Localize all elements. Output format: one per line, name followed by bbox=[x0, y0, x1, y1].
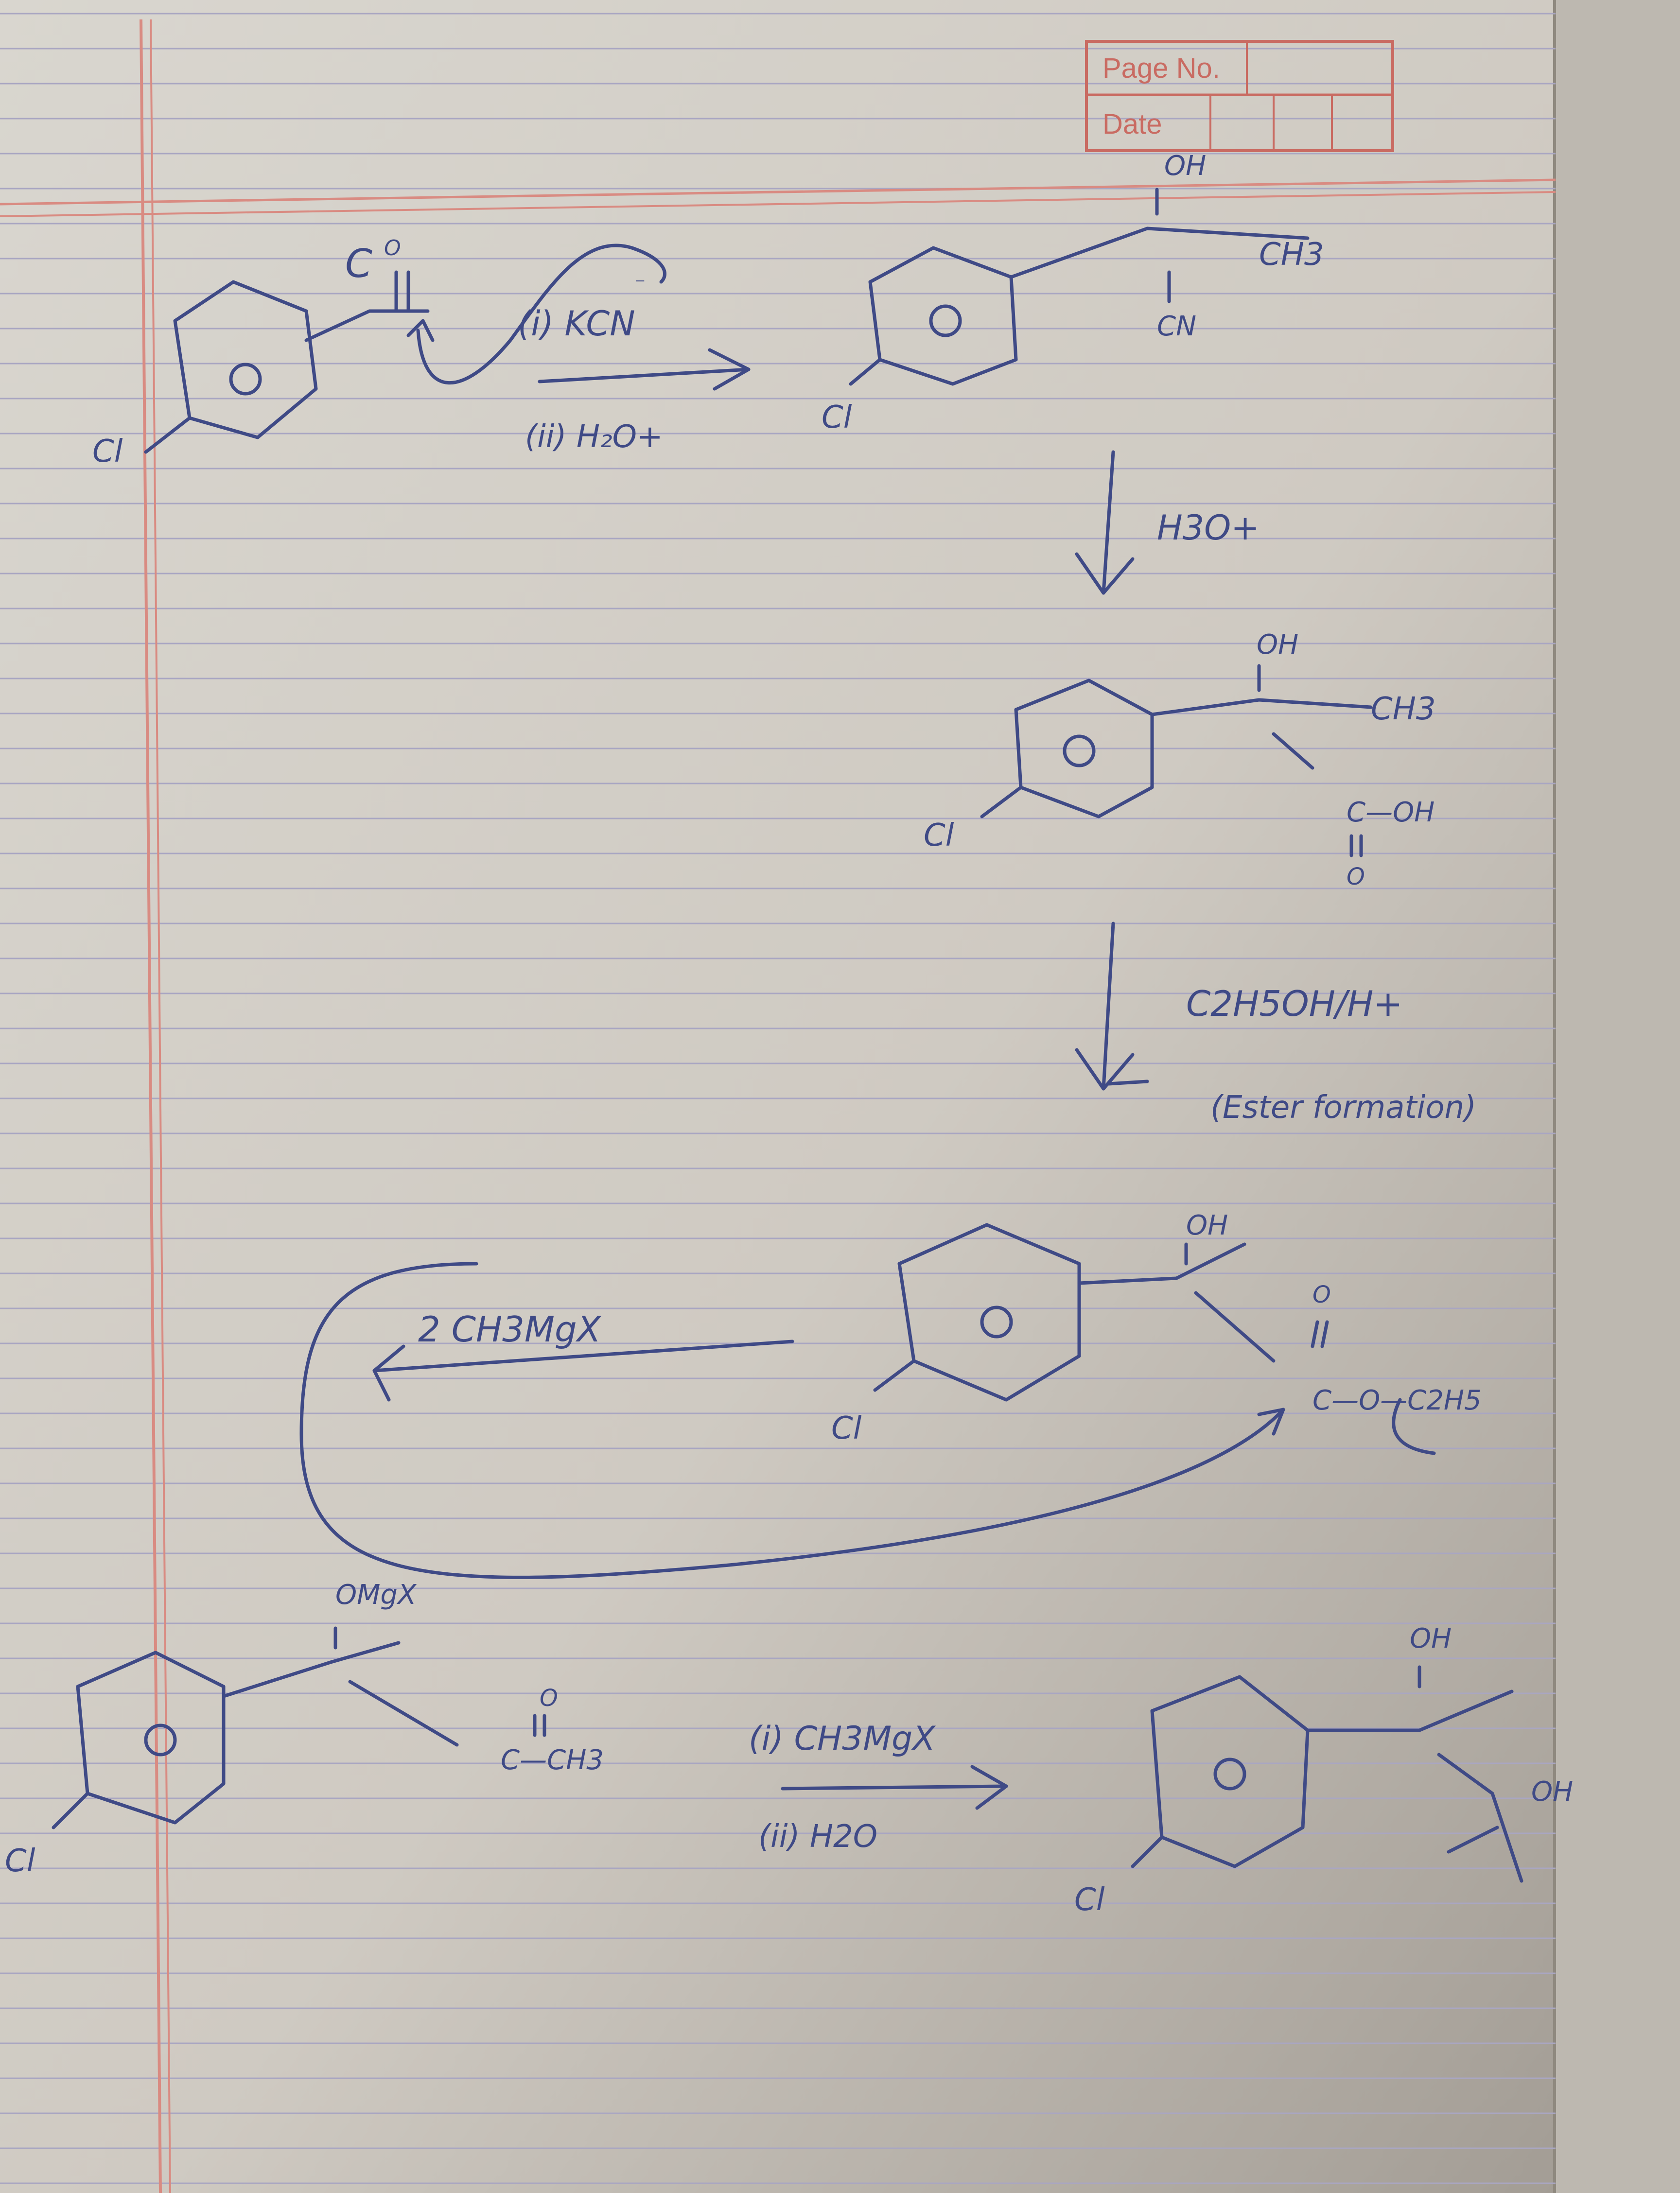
mechanism-arrow bbox=[416, 244, 666, 384]
step1-reagent-1: (i) KCN bbox=[518, 304, 635, 344]
carbonyl-o: O bbox=[1312, 1281, 1331, 1308]
cn-label: CN bbox=[1157, 311, 1196, 342]
cl-label: Cl bbox=[831, 1410, 862, 1446]
ketone-methyl: C—CH3 bbox=[501, 1744, 604, 1776]
methyl-label: CH3 bbox=[1259, 237, 1324, 273]
ring-circle bbox=[229, 363, 262, 396]
ring-circle bbox=[1063, 734, 1096, 767]
step3-note: (Ester formation) bbox=[1210, 1090, 1476, 1126]
start-molecule: C O Cl bbox=[92, 236, 666, 470]
step5-arrow bbox=[781, 1784, 1008, 1791]
step3-arrow bbox=[1102, 922, 1115, 1091]
cl-label: Cl bbox=[5, 1843, 35, 1879]
oh-side-label: OH bbox=[1531, 1776, 1573, 1808]
margin-line bbox=[140, 19, 162, 2193]
step1-reagent-2: (ii) H₂O+ bbox=[525, 419, 663, 455]
oh-label: OH bbox=[1257, 629, 1298, 661]
carbonyl-c: C bbox=[345, 241, 372, 286]
alkoxide-intermediate: OMgX O C—CH3 Cl bbox=[5, 1579, 604, 1879]
step5-reagent-1: (i) CH3MgX bbox=[749, 1720, 936, 1758]
omgx-label: OMgX bbox=[335, 1579, 417, 1611]
ring-circle bbox=[929, 304, 962, 337]
cyanide-charge: ⁻ bbox=[634, 272, 646, 297]
cl-label: Cl bbox=[92, 434, 123, 470]
oh-top-label: OH bbox=[1410, 1623, 1452, 1654]
oh-label: OH bbox=[1186, 1210, 1228, 1241]
page-no-label[interactable]: Page No. bbox=[1102, 52, 1220, 84]
page-date-box: Page No. Date bbox=[1085, 40, 1394, 152]
step3-reagent: C2H5OH/H+ bbox=[1186, 983, 1403, 1024]
ruled-lines bbox=[0, 0, 1556, 2193]
ester: OH O C—O—C2H5 Cl bbox=[831, 1210, 1482, 1455]
cyanohydrin: OH CH3 CN Cl bbox=[822, 150, 1324, 435]
carbonyl-o: O bbox=[1347, 863, 1365, 890]
hydroxy-acid: OH CH3 C—OH O Cl bbox=[924, 629, 1436, 890]
step5-reagent-2: (ii) H2O bbox=[758, 1819, 877, 1855]
final-diol: OH OH Cl bbox=[1074, 1623, 1573, 1918]
attack-arrow bbox=[299, 1262, 1285, 1579]
next-page-edge bbox=[1556, 0, 1680, 2193]
cooh-label: C—OH bbox=[1347, 797, 1435, 828]
cl-label: Cl bbox=[1074, 1882, 1105, 1918]
ring-circle bbox=[1213, 1758, 1246, 1791]
ring-circle bbox=[144, 1723, 177, 1757]
step1-arrow bbox=[538, 367, 751, 383]
ketone-o: O bbox=[540, 1685, 558, 1712]
ring-circle bbox=[980, 1305, 1013, 1339]
step2-arrow bbox=[1102, 450, 1115, 595]
cl-label: Cl bbox=[822, 400, 852, 435]
header-line bbox=[0, 178, 1556, 206]
step2-reagent: H3O+ bbox=[1157, 508, 1260, 548]
step1-reagents: (i) KCN ⁻ (ii) H₂O+ bbox=[518, 272, 751, 455]
carbonyl-o: O bbox=[384, 236, 401, 261]
step4: 2 CH3MgX bbox=[299, 1262, 1285, 1579]
step2: H3O+ bbox=[1075, 450, 1260, 595]
cl-label: Cl bbox=[924, 818, 954, 853]
step5: (i) CH3MgX (ii) H2O bbox=[749, 1720, 1008, 1855]
oh-label: OH bbox=[1164, 150, 1206, 182]
step4-arrow bbox=[372, 1340, 794, 1373]
date-label[interactable]: Date bbox=[1102, 108, 1162, 140]
methyl-label: CH3 bbox=[1371, 691, 1436, 727]
step4-reagent: 2 CH3MgX bbox=[418, 1309, 602, 1350]
step3: C2H5OH/H+ (Ester formation) bbox=[1075, 922, 1476, 1126]
